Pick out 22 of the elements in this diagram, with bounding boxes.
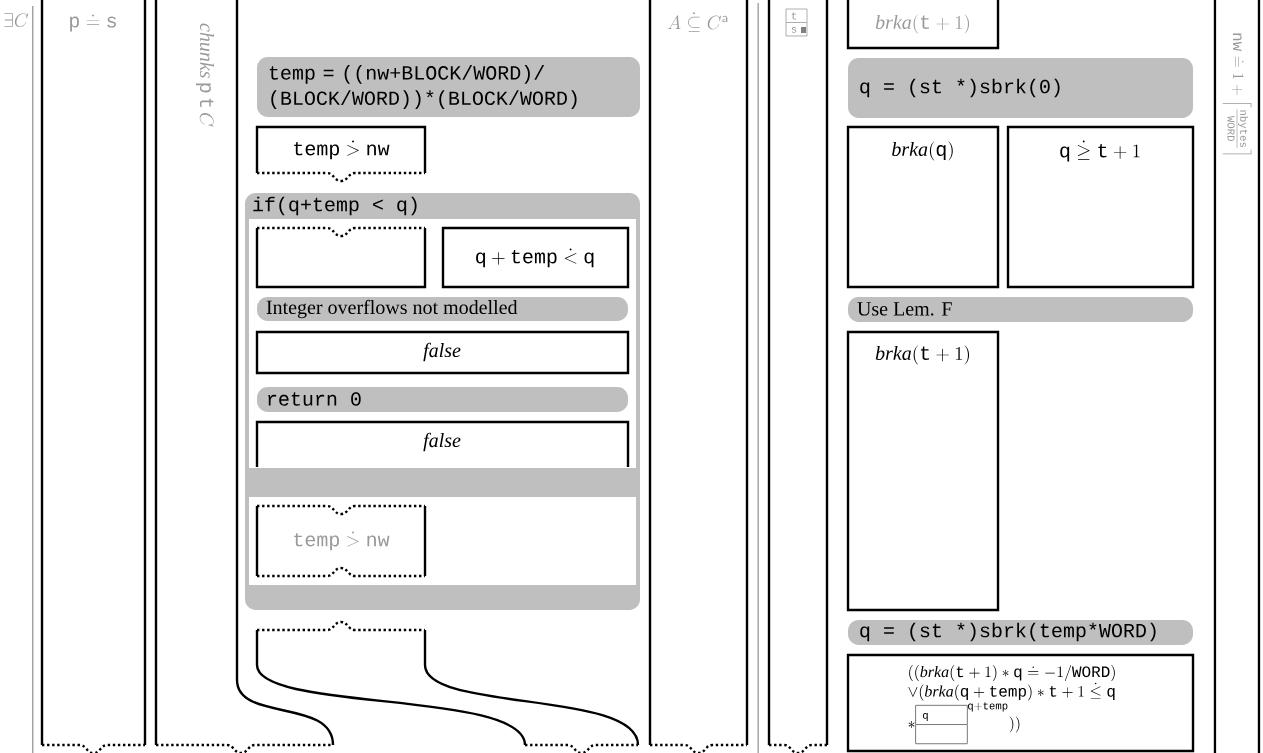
assertion-box: $\mathit{brka}(\mathtt{t}+1)$ xyxy=(846,0,1000,50)
ribbon: $\mathtt{p} \doteq \mathtt{s}$ xyxy=(40,0,147,753)
assertion-box: $\mathit{brka}(\mathtt{t}+1)$ xyxy=(846,330,1000,612)
assertion-box: $\begin{array}{l}((\mathit{brka}(\mathtt{t}+1)\ast\mathtt{q}\doteq -1/\mathtt{WORD})\\ \lor(\mathit{brka}(\mathtt{q}+\mathtt{temp})\ast\mathtt{t}+1\mathrel{\dot{\leq}}\mathtt{q}\\ \ast\begin{array}{|l|}\hline\scriptstyle\mathtt{q}\qquad\\\hline\\\hline\end{array}^{\mathtt{q}+\mathtt{temp}}))\end{array}$ xyxy=(846,653,1195,753)
code-statement: temp = ((nw+BLOCK/WORD)/ (BLOCK/WORD))*(BLOCK/WORD) xyxy=(257,57,640,117)
assertion-box: $\mathit{false}$ xyxy=(255,420,630,467)
code-statement: q = (st *)sbrk(0) xyxy=(848,58,1193,118)
ribbon: t s xyxy=(767,0,829,753)
ribbon xyxy=(255,620,640,753)
assertion-box: $\mathtt{temp} \mathrel{\dot{>}} \mathtt{nw}$ xyxy=(255,504,427,578)
assertion-box: $\mathit{false}$ xyxy=(255,330,630,375)
ribbon: $\mathtt{nw} \doteq 1 + \left\lceil\frac{\mathtt{nbytes}}{\mathtt{WORD}}\right\rceil$ xyxy=(1213,0,1261,753)
proof-comment: Use Lem. F xyxy=(848,297,1193,322)
code-statement: q = (st *)sbrk(temp*WORD) xyxy=(848,620,1193,645)
assertion-box: $\mathtt{q} + \mathtt{temp} \mathrel{\dot{<}} \mathtt{q}$ xyxy=(441,226,630,289)
assertion-box: $\mathtt{q} \mathrel{\dot{\geq}} \mathtt{t}+1$ xyxy=(1006,125,1195,289)
assertion-box: $\mathit{brka}(\mathtt{q})$ xyxy=(846,125,1000,289)
assertion-box: $\mathtt{temp} \mathrel{\dot{>}} \mathtt{nw}$ xyxy=(255,125,427,183)
code-statement: return 0 xyxy=(257,387,628,412)
ribbon: $A \mathrel{\dot{\subseteq}} C^{\mathsf{a}}$ xyxy=(648,0,749,753)
assertion-box xyxy=(255,226,427,289)
proof-comment: Integer overflows not modelled xyxy=(257,297,628,321)
